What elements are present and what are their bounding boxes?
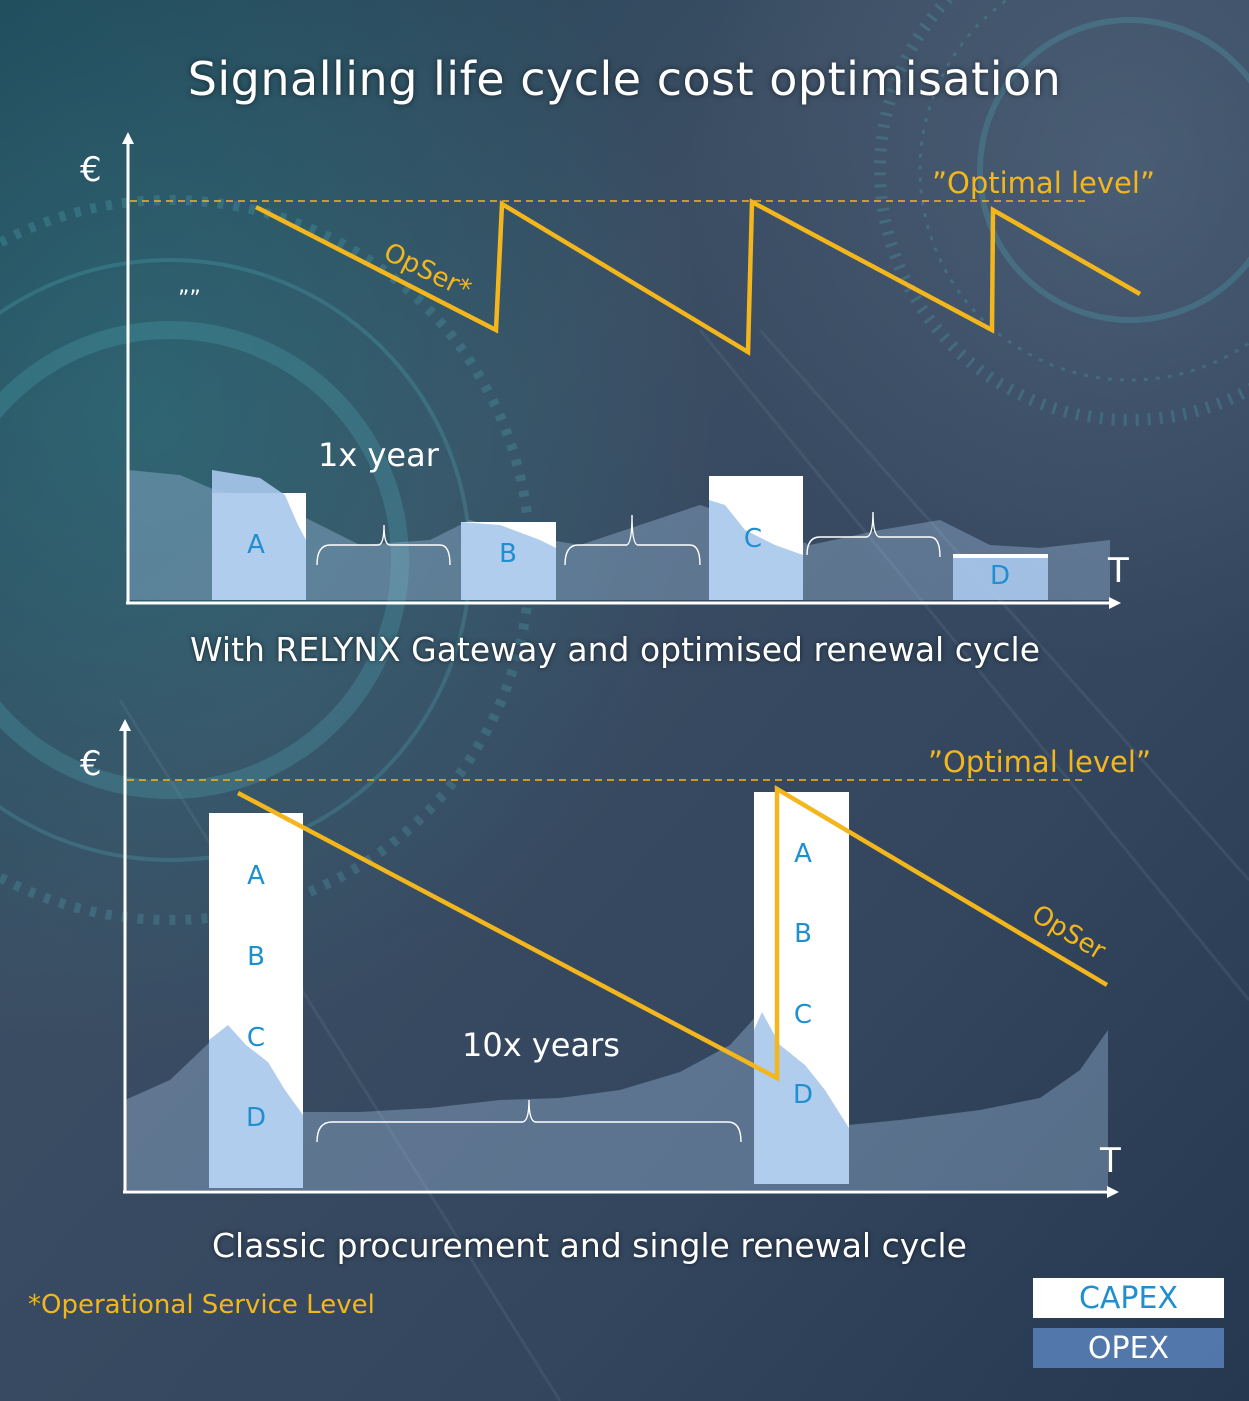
top-opex-area	[128, 470, 1110, 600]
bottom-bar-2-letter-d: D	[793, 1080, 813, 1110]
bottom-bar-1-letter-b: B	[247, 942, 265, 972]
bottom-opser-line	[236, 785, 1109, 1082]
top-x-axis-label: T	[1107, 551, 1129, 591]
top-bar-c-opex	[709, 500, 803, 600]
bottom-interval-brace	[316, 1099, 742, 1143]
top-bar-c-letter: C	[744, 524, 762, 554]
bottom-y-axis-label: €	[80, 744, 102, 784]
top-bar-a-opex	[212, 470, 306, 600]
top-stray-mark: ””	[178, 287, 201, 312]
bottom-opser-label: OpSer	[1026, 899, 1110, 966]
bottom-bar-2-letter-b: B	[794, 919, 812, 949]
legend-opex: OPEX	[1033, 1328, 1224, 1368]
footnote: *Operational Service Level	[28, 1290, 375, 1320]
bottom-bar-1-letter-c: C	[247, 1023, 265, 1053]
top-bar-b-opex	[461, 522, 556, 600]
top-bar-d-cap	[953, 554, 1048, 558]
bottom-interval-label: 10x years	[462, 1026, 620, 1064]
bottom-opex-area	[125, 1012, 1108, 1190]
top-chart: A B C D € T ”Optimal level” OpSer* ”” 1x…	[80, 132, 1155, 609]
bottom-bar-2-letter-c: C	[794, 1000, 812, 1030]
top-bar-d-letter: D	[990, 561, 1010, 591]
bottom-optimal-label: ”Optimal level”	[928, 745, 1151, 779]
bottom-bar-1-opex	[209, 1025, 303, 1188]
bottom-chart: A B C D A B C D € T ”Optimal level” OpSe…	[80, 719, 1151, 1198]
bottom-x-axis-label: T	[1099, 1141, 1121, 1181]
top-optimal-label: ”Optimal level”	[932, 166, 1155, 200]
top-interval-braces	[316, 511, 941, 566]
top-y-axis-label: €	[80, 150, 102, 190]
bottom-chart-caption: Classic procurement and single renewal c…	[212, 1226, 967, 1265]
top-bar-a-letter: A	[247, 530, 265, 560]
top-bar-d	[953, 554, 1048, 600]
bottom-bar-2-letter-a: A	[794, 839, 812, 869]
top-interval-label: 1x year	[318, 436, 440, 474]
bottom-bar-1-letter-a: A	[247, 861, 265, 891]
top-bar-b-letter: B	[499, 539, 517, 569]
bottom-bar-1-letter-d: D	[246, 1103, 266, 1133]
top-chart-caption: With RELYNX Gateway and optimised renewa…	[190, 630, 1040, 669]
legend-capex: CAPEX	[1033, 1278, 1224, 1318]
page-title: Signalling life cycle cost optimisation	[187, 52, 1062, 106]
top-opser-line	[254, 198, 1142, 356]
